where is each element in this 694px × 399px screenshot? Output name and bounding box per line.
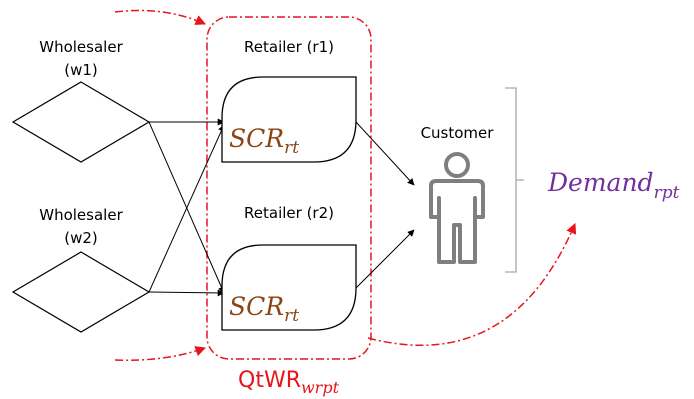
- retailer-2-label: Retailer (r2): [244, 204, 334, 222]
- retailer-1-scr: SCRrt: [229, 124, 299, 158]
- edge-w2-r1: [148, 124, 225, 293]
- demand-bracket: [505, 87, 524, 273]
- flow-arrow-demand: [367, 223, 577, 346]
- retailer-1-label: Retailer (r1): [244, 38, 334, 56]
- wholesaler-2-name: Wholesaler: [39, 206, 123, 224]
- qtwr-label: QtWRwrpt: [238, 368, 340, 397]
- retailer-2-shape: [221, 244, 357, 331]
- wholesaler-1-name: Wholesaler: [39, 38, 123, 56]
- person-icon: [429, 152, 485, 264]
- wholesaler-2-id: (w2): [64, 229, 98, 247]
- wholesaler-1-diamond: [11, 81, 151, 163]
- flow-arrow-top: [114, 9, 206, 25]
- retailer-2-scr: SCRrt: [229, 292, 299, 326]
- edge-r2-customer: [355, 229, 415, 289]
- customer-label: Customer: [421, 124, 495, 142]
- demand-label: Demandrpt: [547, 168, 680, 203]
- flow-arrow-bottom: [114, 346, 206, 361]
- retailer-group-box: [206, 16, 372, 360]
- wholesaler-2-diamond: [11, 251, 151, 333]
- edge-r1-customer: [355, 121, 415, 186]
- edge-w2-r2: [148, 289, 225, 297]
- retailer-1-shape: [221, 76, 357, 163]
- wholesaler-1-id: (w1): [64, 61, 98, 79]
